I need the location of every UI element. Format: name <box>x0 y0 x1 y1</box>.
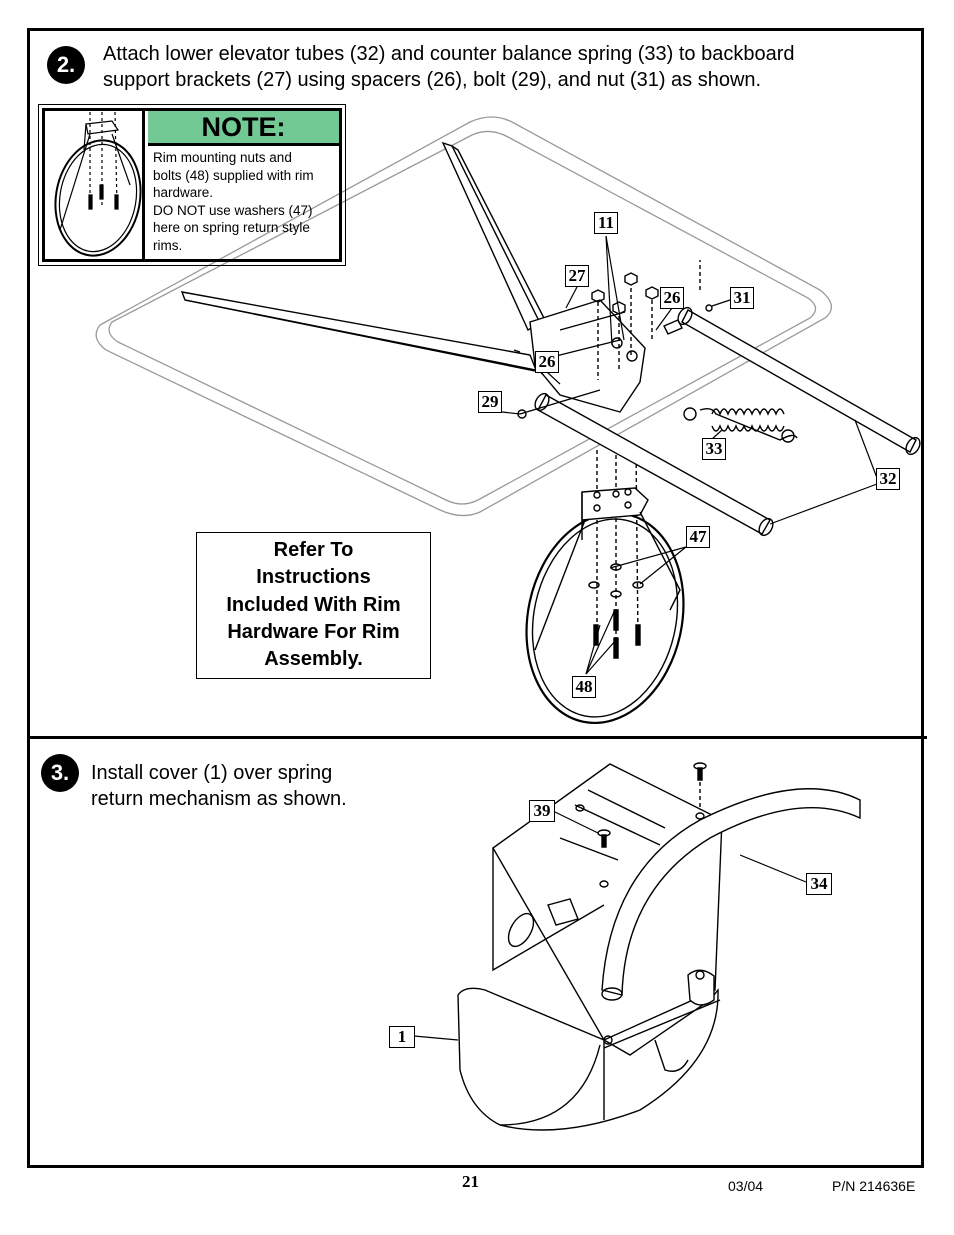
callout-34: 34 <box>806 873 832 895</box>
page-frame <box>27 28 924 1168</box>
bracket-drawing <box>529 299 646 413</box>
callout-48: 48 <box>572 676 596 698</box>
refer-line: Assembly. <box>264 648 363 671</box>
callout-27: 27 <box>565 265 589 287</box>
note-line: hardware. <box>153 185 214 200</box>
callout-29: 29 <box>478 391 502 413</box>
spring-drawing <box>683 407 798 443</box>
upper-arm-drawing <box>441 141 548 331</box>
step-2-instruction: Attach lower elevator tubes (32) and cou… <box>103 41 795 93</box>
lower-arm-drawing <box>180 291 561 389</box>
step-3-badge: 3. <box>41 754 79 792</box>
callout-33: 33 <box>702 438 726 460</box>
callout-11: 11 <box>594 212 618 234</box>
tubes-drawing <box>534 306 921 537</box>
leader-lines-step2 <box>501 235 878 675</box>
step-3-line-2: return mechanism as shown. <box>91 788 347 810</box>
callout-32: 32 <box>876 468 900 490</box>
refer-instructions-box: Refer To Instructions Included With Rim … <box>196 532 431 679</box>
step-2-line-1: Attach lower elevator tubes (32) and cou… <box>103 43 795 65</box>
note-heading: NOTE: <box>148 111 339 146</box>
cover-drawing <box>457 763 723 1131</box>
note-line: here on spring return style <box>153 220 310 235</box>
note-line: DO NOT use washers (47) <box>153 202 313 218</box>
refer-line: Hardware For Rim <box>227 620 400 643</box>
step-3-line-1: Install cover (1) over spring <box>91 762 333 784</box>
callout-39: 39 <box>529 800 555 822</box>
note-body: Rim mounting nuts and bolts (48) supplie… <box>153 149 333 254</box>
step-2-line-2: support brackets (27) using spacers (26)… <box>103 69 762 91</box>
step-3-instruction: Install cover (1) over spring return mec… <box>91 760 347 812</box>
screws-drawing <box>575 762 707 888</box>
step-divider <box>27 736 927 739</box>
note-inner: NOTE: Rim mounting nuts and bolts (48) s… <box>42 108 342 262</box>
note-line: bolts (48) supplied with rim <box>153 167 314 183</box>
callout-31: 31 <box>730 287 754 309</box>
callout-47: 47 <box>686 526 710 548</box>
note-line: rims. <box>153 237 183 253</box>
rim-hardware-drawing <box>588 563 644 659</box>
callout-1: 1 <box>389 1026 415 1048</box>
leader-lines-step3 <box>413 811 807 1041</box>
refer-line: Refer To <box>273 539 354 561</box>
refer-line: Included With Rim <box>226 593 401 616</box>
callout-26-bottom: 26 <box>535 351 559 373</box>
note-line: Rim mounting nuts and <box>153 150 292 165</box>
note-box: NOTE: Rim mounting nuts and bolts (48) s… <box>38 104 346 266</box>
step-2-badge: 2. <box>47 46 85 84</box>
note-thumbnail <box>45 111 145 259</box>
rim-drawing <box>525 487 685 725</box>
tube-34-drawing <box>601 788 861 1001</box>
nuts-drawing <box>591 272 659 315</box>
callout-26-top: 26 <box>660 287 684 309</box>
note-thumbnail-drawing <box>54 111 142 257</box>
part-number: P/N 214636E <box>832 1178 916 1194</box>
page-number: 21 <box>462 1172 479 1191</box>
backboard-drawing <box>95 116 832 517</box>
refer-line: Instructions <box>256 566 371 589</box>
revision-date: 03/04 <box>728 1178 764 1194</box>
